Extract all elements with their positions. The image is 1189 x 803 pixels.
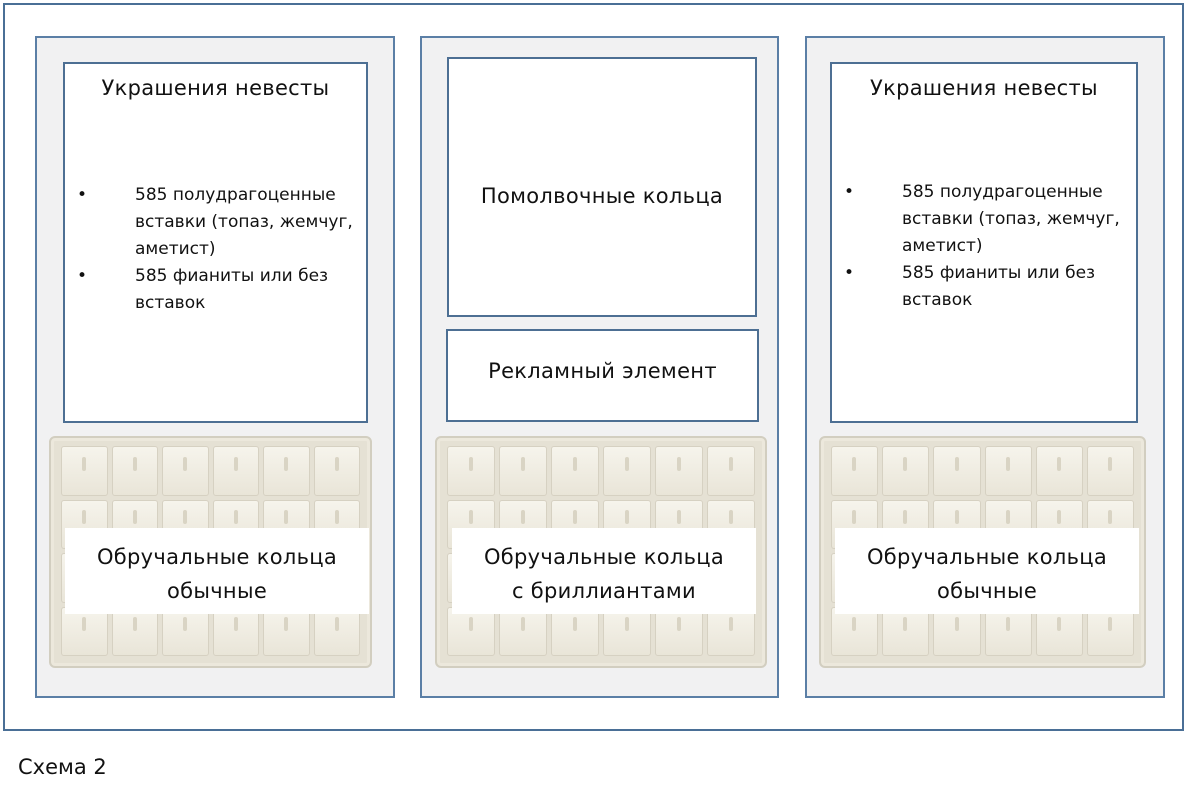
list-item: 585 полудрагоценные вставки (топаз, жемч… [65,182,366,263]
center-showcase: Помолвочные кольца Рекламный элемент Обр… [420,36,779,698]
list-item: 585 фианиты или без вставок [65,263,366,317]
right-showcase: Украшения невесты 585 полудрагоценные вс… [805,36,1165,698]
bride-jewelry-list: 585 полудрагоценные вставки (топаз, жемч… [832,179,1136,314]
tray-label-right: Обручальные кольца обычные [835,528,1139,614]
ad-element-label: Рекламный элемент [488,359,717,383]
tray-label-center: Обручальные кольца с бриллиантами [452,528,756,614]
bride-jewelry-box-right: Украшения невесты 585 полудрагоценные вс… [830,62,1138,423]
ring-tray-right: Обручальные кольца обычные [819,436,1146,668]
ad-element-box: Рекламный элемент [446,329,759,422]
bride-jewelry-title: Украшения невесты [870,76,1098,100]
ring-tray-center: Обручальные кольца с бриллиантами [435,436,767,668]
list-item: 585 фианиты или без вставок [832,260,1136,314]
scheme-caption: Схема 2 [18,755,107,779]
list-item: 585 полудрагоценные вставки (топаз, жемч… [832,179,1136,260]
scheme-frame: Украшения невесты 585 полудрагоценные вс… [3,3,1184,731]
bride-jewelry-box-left: Украшения невесты 585 полудрагоценные вс… [63,62,368,423]
tray-label-left: Обручальные кольца обычные [65,528,369,614]
bride-jewelry-title: Украшения невесты [101,76,330,100]
ring-tray-left: Обручальные кольца обычные [49,436,372,668]
engagement-rings-label: Помолвочные кольца [480,184,724,208]
engagement-rings-box: Помолвочные кольца [447,57,757,317]
left-showcase: Украшения невесты 585 полудрагоценные вс… [35,36,395,698]
bride-jewelry-list: 585 полудрагоценные вставки (топаз, жемч… [65,182,366,317]
